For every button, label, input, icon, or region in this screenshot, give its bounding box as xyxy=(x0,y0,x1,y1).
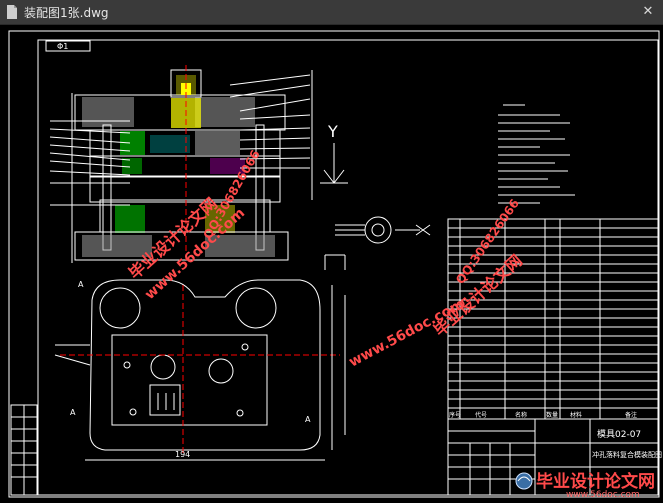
bom-header-row: 序号 代号 名称 数量 材料 备注 xyxy=(449,411,637,419)
section-view xyxy=(49,65,313,265)
section-mark-top: A xyxy=(78,280,84,289)
sheet-mark-box: Φ1 xyxy=(45,40,91,52)
part-number: 模具02-07 xyxy=(597,429,641,440)
bom-header-qty: 数量 xyxy=(546,411,558,419)
corner-logo: 毕业设计论文网 www.56doc.com xyxy=(515,471,655,500)
section-mark-right: A xyxy=(305,415,311,424)
y-axis-marker: Y xyxy=(320,122,348,184)
logo-brand-text: 毕业设计论文网 xyxy=(536,471,655,492)
sheet-mark-text: Φ1 xyxy=(57,42,68,51)
width-dimension: 194 xyxy=(175,450,190,459)
window-titlebar: 装配图1张.dwg ✕ xyxy=(0,0,663,25)
bom-header-name: 名称 xyxy=(515,411,527,419)
document-icon xyxy=(7,5,17,19)
close-icon: ✕ xyxy=(642,4,654,19)
bom-header-material: 材料 xyxy=(570,411,582,419)
window-title: 装配图1张.dwg xyxy=(24,5,109,20)
bom-table xyxy=(447,218,659,420)
ring-detail xyxy=(324,216,431,270)
bom-header-index: 序号 xyxy=(449,411,461,419)
title-block xyxy=(447,418,659,496)
bom-header-code: 代号 xyxy=(475,411,487,419)
drawing-canvas[interactable]: Φ1 xyxy=(0,25,663,500)
plan-view xyxy=(54,279,346,461)
technical-notes xyxy=(498,104,575,204)
close-button[interactable]: ✕ xyxy=(639,4,657,20)
drawing-name: 冲孔落料复合模装配图 xyxy=(592,450,662,459)
left-revision-table xyxy=(10,404,38,496)
section-mark-left: A xyxy=(70,408,76,417)
logo-site-text: www.56doc.com xyxy=(566,490,640,499)
bom-header-remark: 备注 xyxy=(625,411,637,419)
axis-label: Y xyxy=(327,122,338,141)
